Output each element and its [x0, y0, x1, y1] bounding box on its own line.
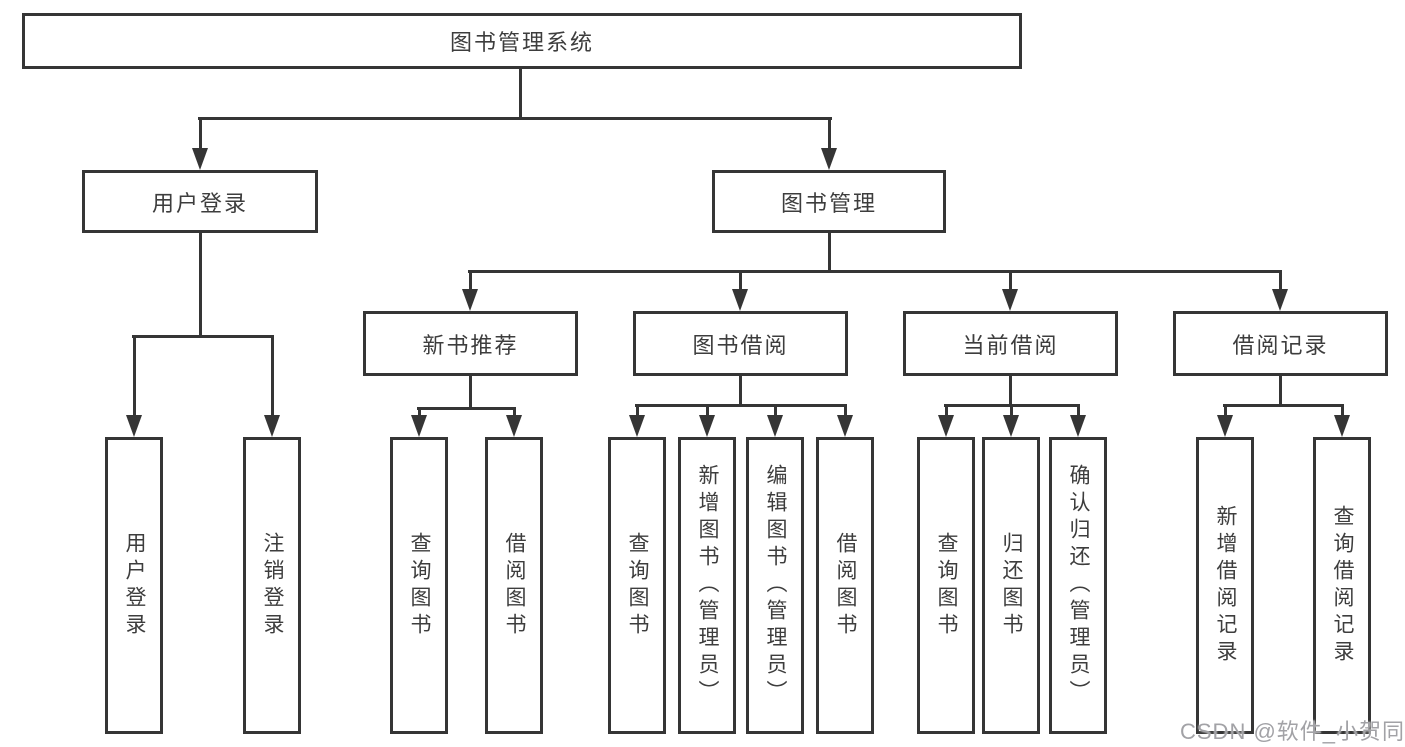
arrowhead-borrow: [732, 289, 748, 311]
connector-book-mgmt-rail: [468, 270, 1282, 273]
connector-drop-nb1: [418, 407, 421, 417]
leaf-nb-query-book: 查询图书: [390, 437, 448, 734]
watermark: CSDN @软件_小贺同学: [1180, 719, 1405, 744]
arrowhead-cb3: [1070, 415, 1086, 437]
node-book-management: 图书管理: [712, 170, 946, 233]
connector-drop-bb4: [844, 404, 847, 417]
connector-drop-rc1: [1224, 404, 1227, 417]
arrowhead-bb1: [629, 415, 645, 437]
node-book-borrow-label: 图书借阅: [692, 332, 789, 358]
leaf-rc-add-record-label: 新增借阅记录: [1214, 504, 1237, 667]
connector-drop-cb2: [1010, 404, 1013, 417]
connector-book-borrow-rail: [635, 404, 847, 407]
leaf-user-login-label: 用户登录: [123, 531, 146, 640]
connector-drop-cb3: [1077, 404, 1080, 417]
connector-drop-borrow: [739, 270, 742, 291]
connector-drop-user-login: [199, 117, 202, 151]
arrowhead-rc1: [1217, 415, 1233, 437]
node-book-borrow: 图书借阅: [633, 311, 848, 376]
connector-drop-bb1: [636, 404, 639, 417]
node-book-management-label: 图书管理: [780, 190, 877, 216]
arrowhead-user-login: [192, 148, 208, 170]
leaf-logout: 注销登录: [243, 437, 301, 734]
connector-user-login-rail: [132, 335, 274, 338]
connector-records-rail: [1223, 404, 1344, 407]
node-root-label: 图书管理系统: [449, 30, 594, 55]
leaf-bb-edit-book-admin: 编辑图书（管理员）: [746, 437, 804, 734]
leaf-bb-add-book-admin: 新增图书（管理员）: [678, 437, 736, 734]
node-user-login-label: 用户登录: [151, 190, 248, 216]
arrowhead-bb2: [699, 415, 715, 437]
leaf-nb-borrow-book: 借阅图书: [485, 437, 543, 734]
connector-drop-login-leaf: [133, 335, 136, 417]
connector-records-stem: [1279, 376, 1282, 404]
connector-drop-bb3: [774, 404, 777, 417]
connector-book-mgmt-stem: [828, 233, 831, 270]
connector-current-stem: [1009, 376, 1012, 404]
connector-drop-logout-leaf: [271, 335, 274, 417]
node-current-borrow: 当前借阅: [903, 311, 1118, 376]
connector-new-book-stem: [469, 376, 472, 407]
connector-drop-new-book: [469, 270, 472, 291]
arrowhead-records: [1272, 289, 1288, 311]
leaf-bb-borrow-book: 借阅图书: [816, 437, 874, 734]
connector-drop-cb1: [945, 404, 948, 417]
node-current-borrow-label: 当前借阅: [962, 332, 1059, 358]
connector-drop-current: [1009, 270, 1012, 291]
connector-root-rail: [198, 117, 832, 120]
arrowhead-rc2: [1334, 415, 1350, 437]
leaf-user-login: 用户登录: [105, 437, 163, 734]
arrowhead-bb4: [837, 415, 853, 437]
arrowhead-nb2: [506, 415, 522, 437]
leaf-cb-return-book-label: 归还图书: [1000, 531, 1023, 640]
connector-drop-bb2: [706, 404, 709, 417]
arrowhead-bb3: [767, 415, 783, 437]
leaf-cb-confirm-return-admin: 确认归还（管理员）: [1049, 437, 1107, 734]
connector-root-stem: [519, 69, 522, 117]
leaf-nb-query-book-label: 查询图书: [408, 531, 431, 640]
arrowhead-cb1: [938, 415, 954, 437]
connector-book-borrow-stem: [739, 376, 742, 404]
node-borrow-records-label: 借阅记录: [1232, 332, 1329, 358]
arrowhead-logout-leaf: [264, 415, 280, 437]
leaf-bb-borrow-book-label: 借阅图书: [834, 531, 857, 640]
node-new-book-rec: 新书推荐: [363, 311, 578, 376]
connector-user-login-stem: [199, 233, 202, 335]
node-user-login: 用户登录: [82, 170, 318, 233]
connector-drop-records: [1279, 270, 1282, 291]
connector-drop-nb2: [513, 407, 516, 417]
node-new-book-rec-label: 新书推荐: [422, 332, 519, 358]
leaf-bb-edit-book-admin-label: 编辑图书（管理员）: [764, 464, 787, 707]
arrowhead-current: [1002, 289, 1018, 311]
arrowhead-new-book: [462, 289, 478, 311]
leaf-bb-query-book: 查询图书: [608, 437, 666, 734]
node-root: 图书管理系统: [22, 13, 1022, 69]
leaf-bb-query-book-label: 查询图书: [626, 531, 649, 640]
leaf-cb-query-book-label: 查询图书: [935, 531, 958, 640]
leaf-rc-add-record: 新增借阅记录: [1196, 437, 1254, 734]
leaf-cb-return-book: 归还图书: [982, 437, 1040, 734]
leaf-rc-query-record-label: 查询借阅记录: [1331, 504, 1354, 667]
arrowhead-nb1: [411, 415, 427, 437]
leaf-bb-add-book-admin-label: 新增图书（管理员）: [696, 464, 719, 707]
leaf-logout-label: 注销登录: [261, 531, 284, 640]
arrowhead-book-mgmt: [821, 148, 837, 170]
arrowhead-login-leaf: [126, 415, 142, 437]
connector-drop-rc2: [1341, 404, 1344, 417]
leaf-nb-borrow-book-label: 借阅图书: [503, 531, 526, 640]
connector-new-book-rail: [417, 407, 516, 410]
leaf-rc-query-record: 查询借阅记录: [1313, 437, 1371, 734]
arrowhead-cb2: [1003, 415, 1019, 437]
node-borrow-records: 借阅记录: [1173, 311, 1388, 376]
connector-drop-book-mgmt: [828, 117, 831, 151]
leaf-cb-confirm-return-admin-label: 确认归还（管理员）: [1067, 464, 1090, 707]
leaf-cb-query-book: 查询图书: [917, 437, 975, 734]
